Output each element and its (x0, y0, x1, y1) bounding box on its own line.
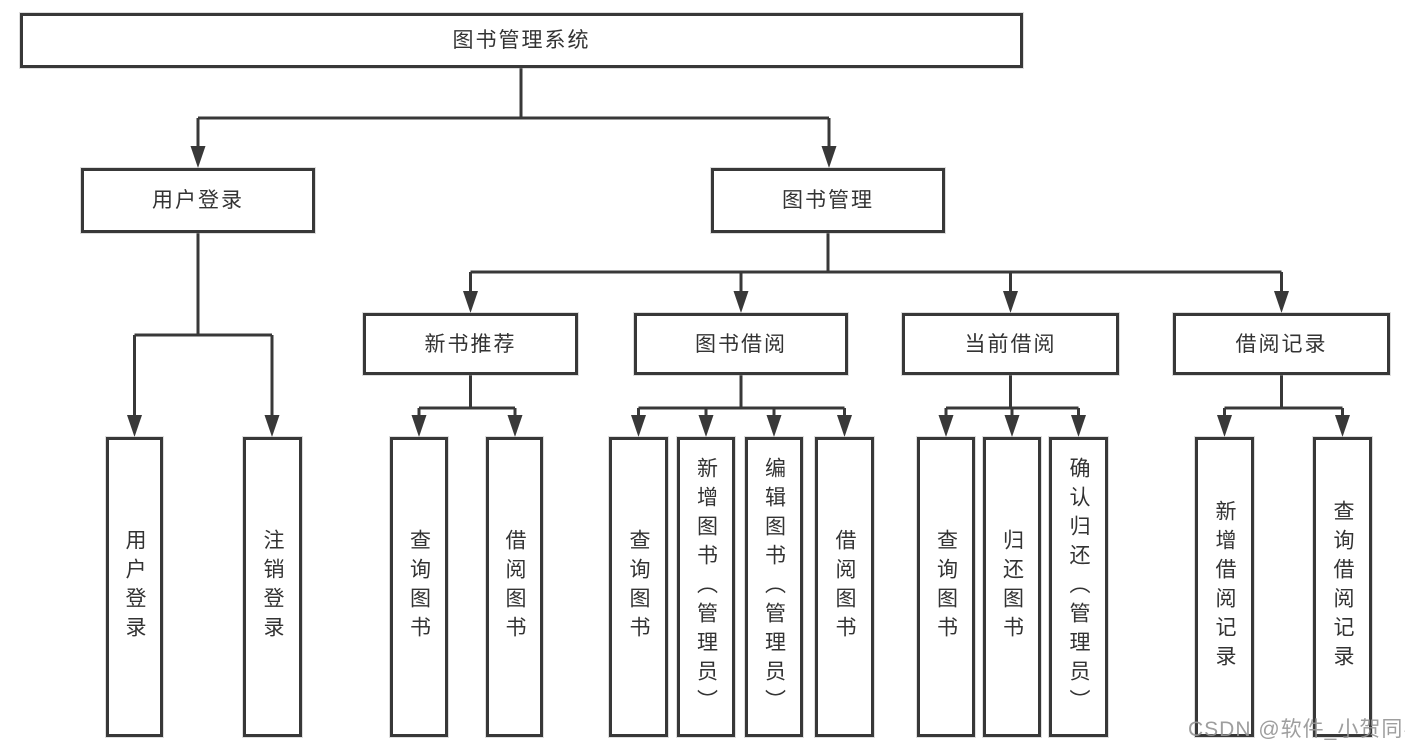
node-label: 图书借阅 (695, 332, 787, 356)
node-current-borrowing: 当前借阅 (902, 313, 1119, 375)
node-label: 编辑图书（管理员） (762, 456, 786, 718)
node-edit-books-admin: 编辑图书（管理员） (745, 437, 803, 737)
node-confirm-return-admin: 确认归还（管理员） (1049, 437, 1108, 737)
node-label: 新增图书（管理员） (694, 456, 718, 718)
arrowheads (127, 146, 1350, 437)
node-borrow-books-recommend: 借阅图书 (486, 437, 543, 737)
node-label: 确认归还（管理员） (1067, 456, 1090, 718)
csdn-watermark: CSDN @软件_小贺同学 (1188, 718, 1405, 741)
node-root-system: 图书管理系统 (20, 13, 1023, 68)
node-book-management: 图书管理 (711, 168, 945, 233)
node-query-books-current: 查询图书 (917, 437, 975, 737)
node-query-borrow-record: 查询借阅记录 (1313, 437, 1372, 737)
node-label: 借阅记录 (1235, 332, 1328, 356)
node-book-borrowing: 图书借阅 (634, 313, 848, 375)
node-label: 借阅图书 (503, 529, 526, 645)
node-label: 用户登录 (123, 529, 146, 645)
node-user-login-group: 用户登录 (81, 168, 315, 233)
node-label: 图书管理 (782, 189, 874, 212)
node-return-books: 归还图书 (983, 437, 1041, 737)
node-borrowing-records: 借阅记录 (1173, 313, 1390, 375)
node-label: 注销登录 (261, 529, 284, 645)
node-user-login: 用户登录 (106, 437, 163, 737)
node-label: 用户登录 (152, 189, 244, 212)
node-label: 归还图书 (1000, 529, 1024, 645)
node-query-books-recommend: 查询图书 (390, 437, 448, 737)
node-label: 查询借阅记录 (1331, 500, 1354, 674)
node-label: 借阅图书 (833, 529, 856, 645)
node-label: 查询图书 (407, 529, 431, 645)
node-logout: 注销登录 (243, 437, 302, 737)
node-label: 新书推荐 (424, 332, 517, 356)
node-label: 查询图书 (627, 529, 650, 645)
node-label: 当前借阅 (964, 332, 1057, 356)
node-label: 新增借阅记录 (1213, 500, 1236, 674)
node-add-borrow-record: 新增借阅记录 (1195, 437, 1254, 737)
node-add-books-admin: 新增图书（管理员） (677, 437, 735, 737)
node-label: 查询图书 (934, 529, 958, 645)
node-borrow-books: 借阅图书 (815, 437, 874, 737)
node-new-book-recommend: 新书推荐 (363, 313, 578, 375)
node-root-label: 图书管理系统 (452, 29, 591, 52)
node-query-books-borrow: 查询图书 (609, 437, 668, 737)
